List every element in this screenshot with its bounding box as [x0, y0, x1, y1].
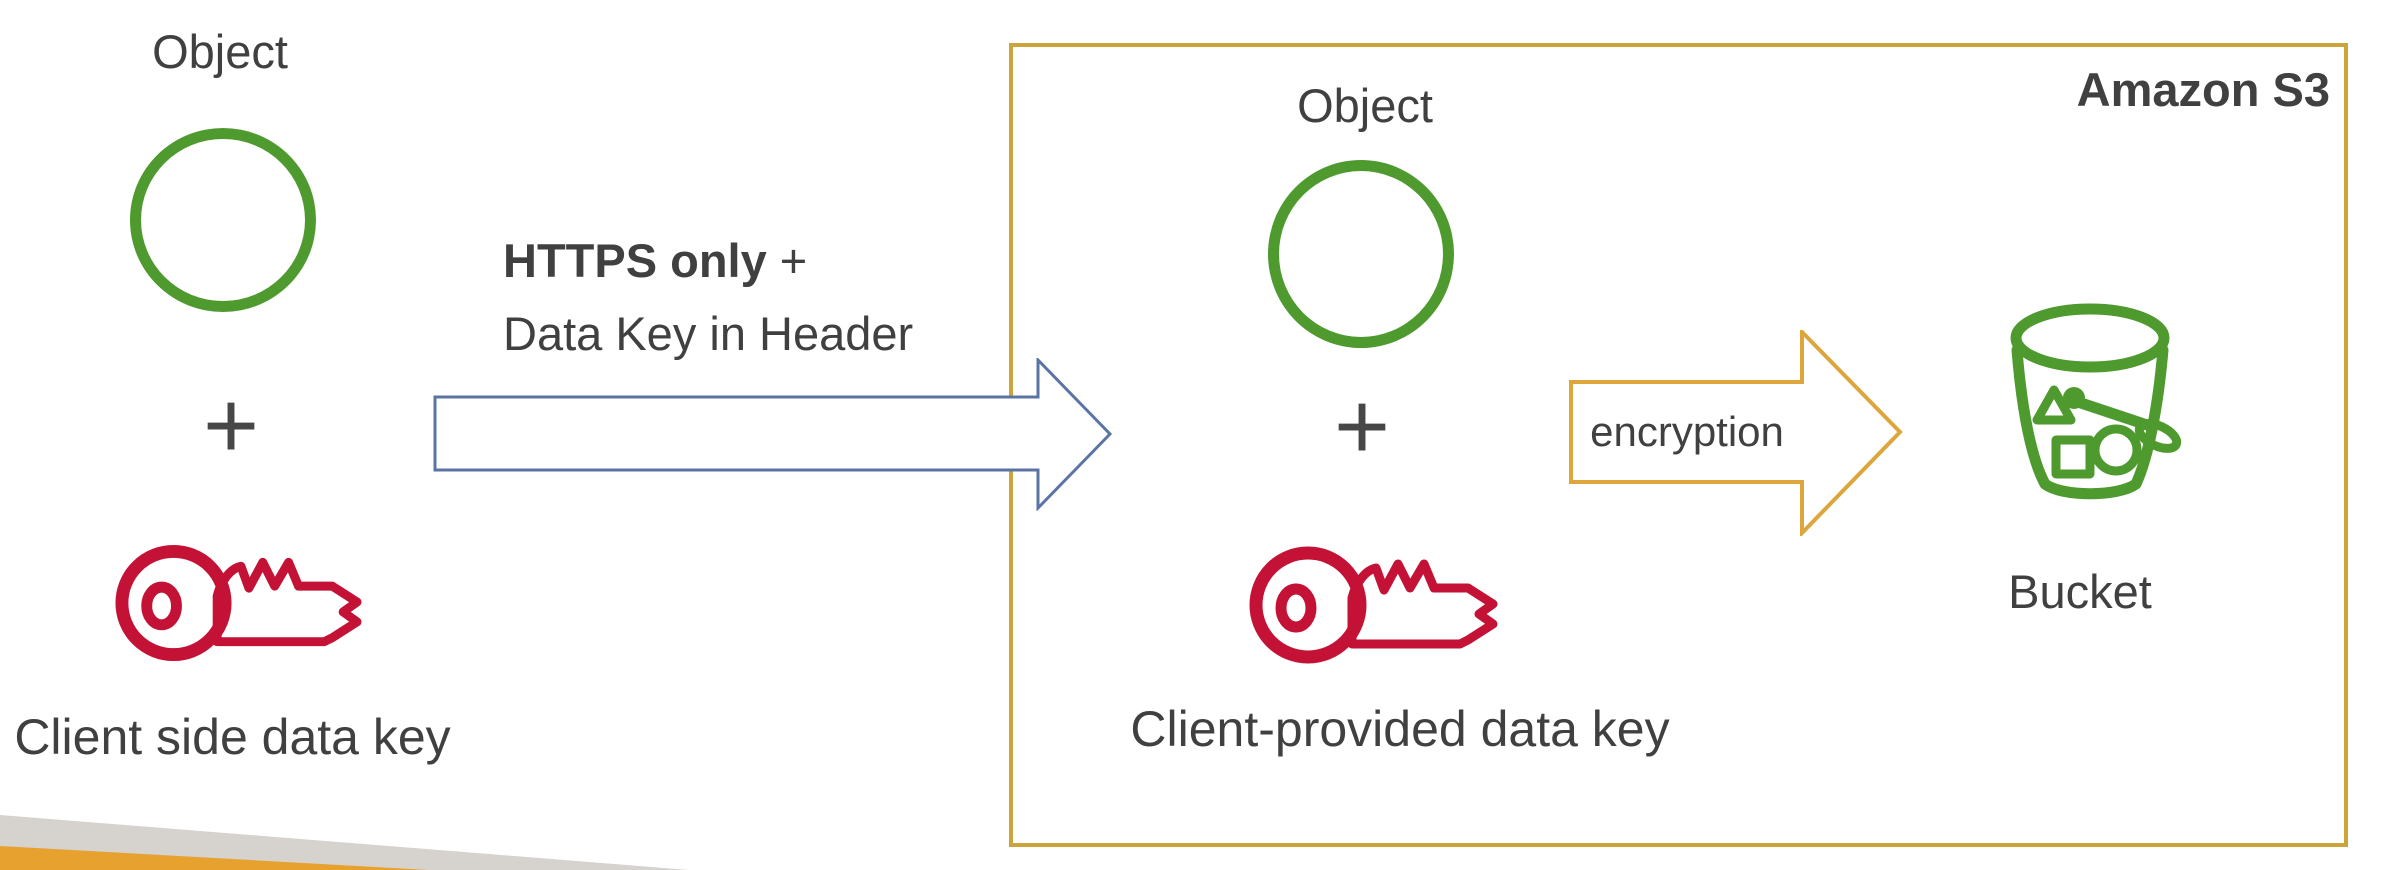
box-caption: Client-provided data key [1130, 701, 1670, 757]
data-key-in-header-text: Data Key in Header [503, 306, 914, 360]
left-object-circle-icon [130, 128, 316, 312]
amazon-s3-title: Amazon S3 [2076, 63, 2330, 116]
left-data-key-icon [115, 544, 362, 662]
box-plus-sign: + [1333, 373, 1391, 480]
bucket-label: Bucket [2008, 565, 2152, 618]
https-only-text: HTTPS only [503, 234, 767, 287]
left-plus-sign: + [202, 372, 260, 479]
encryption-label: encryption [1590, 408, 1784, 455]
bottom-stripes-decoration [0, 815, 689, 870]
left-object-label: Object [152, 25, 288, 78]
left-caption: Client side data key [14, 709, 451, 765]
plus-suffix-text: + [766, 234, 808, 287]
encryption-arrow [1569, 330, 1903, 536]
box-object-label: Object [1297, 79, 1433, 132]
box-data-key-icon [1249, 546, 1498, 664]
s3-bucket-icon [2010, 303, 2182, 500]
https-transfer-arrow [433, 358, 1113, 511]
orange-stripe [0, 846, 429, 870]
box-object-circle-icon [1268, 160, 1454, 348]
transfer-label: HTTPS only + Data Key in Header [503, 225, 1063, 371]
